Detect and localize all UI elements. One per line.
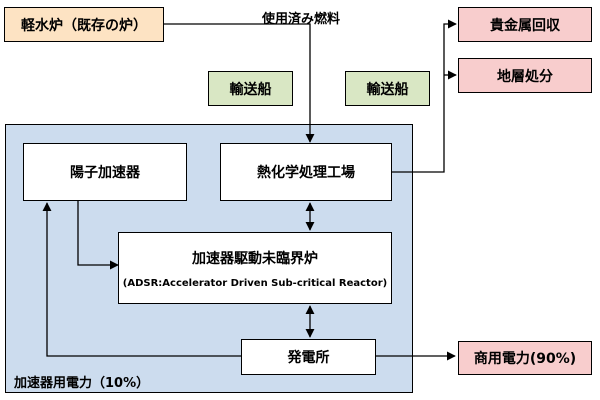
light-water-reactor-box: 軽水炉（既存の炉） (4, 7, 164, 42)
spent-fuel-arrow (164, 23, 315, 143)
proton-accelerator-box: 陽子加速器 (23, 143, 187, 201)
adsr-subtitle: (ADSR:Accelerator Driven Sub-critical Re… (122, 277, 388, 289)
power-plant-box: 発電所 (241, 339, 376, 375)
accelerator-power-arrow (42, 202, 241, 357)
geological-disposal-label: 地層処分 (497, 68, 553, 85)
accelerator-power-label: 加速器用電力（10%） (14, 376, 150, 391)
precious-metal-recovery-label: 貴金属回収 (490, 17, 560, 34)
transport-ship-right-label: 輸送船 (366, 81, 409, 98)
adsr-title: 加速器駆動未臨界炉 (192, 250, 318, 267)
transport-ship-left-label: 輸送船 (229, 81, 272, 98)
thermochemical-plant-label: 熱化学処理工場 (257, 165, 355, 181)
proton-accelerator-label: 陽子加速器 (70, 165, 140, 181)
power-plant-label: 発電所 (287, 350, 330, 366)
light-water-reactor-label: 軽水炉（既存の炉） (21, 17, 147, 34)
transport-ship-left-box: 輸送船 (208, 71, 293, 106)
accelerator-to-reactor-arrow (77, 201, 119, 270)
precious-metal-arrow (392, 19, 457, 173)
adsr-box: 加速器駆動未臨界炉 (ADSR:Accelerator Driven Sub-c… (118, 232, 392, 304)
commercial-power-box: 商用電力(90%) (458, 341, 592, 375)
spent-fuel-label: 使用済み燃料 (262, 12, 341, 27)
precious-metal-recovery-box: 貴金属回収 (458, 7, 592, 42)
geological-disposal-box: 地層処分 (458, 58, 592, 93)
transport-ship-right-box: 輸送船 (345, 71, 430, 106)
thermochemical-plant-box: 熱化学処理工場 (220, 143, 392, 201)
commercial-power-label: 商用電力(90%) (473, 351, 577, 367)
